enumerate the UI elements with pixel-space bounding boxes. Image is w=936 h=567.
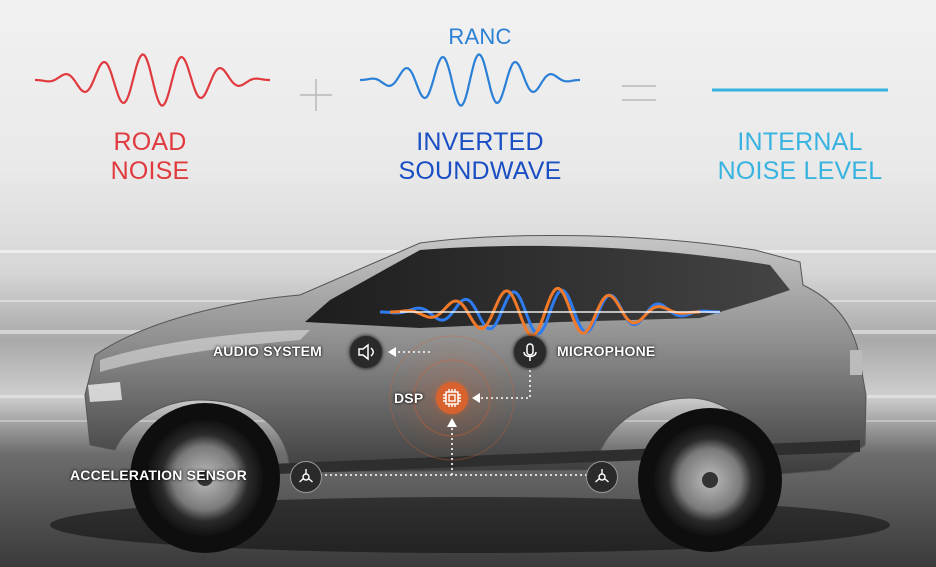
road-noise-label: ROAD NOISE — [70, 128, 230, 186]
signal-paths — [305, 351, 593, 476]
inverted-line-1: INVERTED — [416, 128, 544, 156]
microphone-icon — [514, 336, 546, 368]
inverted-soundwave-label: INVERTED SOUNDWAVE — [375, 128, 585, 186]
acceleration-sensor-label: ACCELERATION SENSOR — [70, 467, 247, 483]
internal-line-1: INTERNAL — [737, 128, 863, 156]
road-noise-line-2: NOISE — [110, 157, 190, 185]
speaker-icon — [350, 336, 382, 368]
plus-operator — [300, 79, 332, 111]
dsp-label: DSP — [394, 390, 424, 406]
front-wheel — [130, 403, 280, 553]
dsp-ring-inner — [413, 359, 491, 437]
signal-arrows — [388, 347, 480, 427]
sensor-icon — [586, 461, 618, 493]
rear-wheel — [638, 408, 782, 552]
audio-system-label: AUDIO SYSTEM — [213, 343, 322, 359]
cabin-soundwaves — [380, 286, 720, 338]
inverted-line-2: SOUNDWAVE — [398, 157, 562, 185]
road-noise-line-1: ROAD — [113, 128, 187, 156]
inverted-soundwave-wave — [360, 53, 580, 107]
equals-operator — [622, 85, 656, 101]
chip-icon — [436, 382, 468, 414]
sensor-icon — [290, 461, 322, 493]
internal-noise-label: INTERNAL NOISE LEVEL — [700, 128, 900, 186]
road-noise-wave — [35, 53, 270, 107]
internal-line-2: NOISE LEVEL — [717, 157, 883, 185]
microphone-label: MICROPHONE — [557, 343, 656, 359]
ranc-title: RANC — [448, 24, 512, 49]
